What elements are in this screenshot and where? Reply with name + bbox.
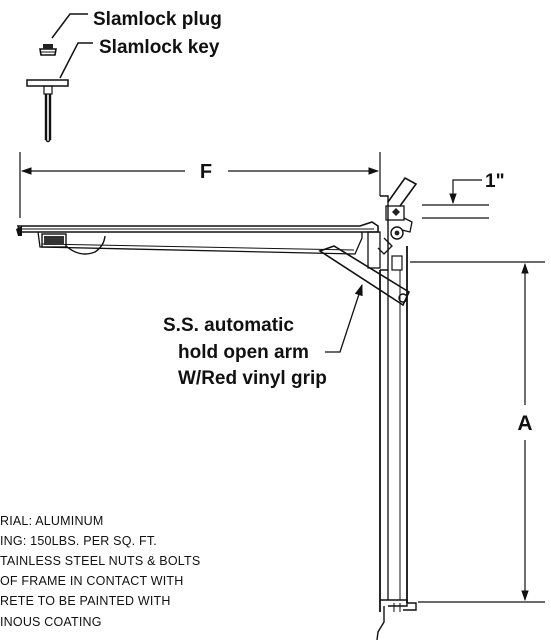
note-line-6: INOUS COATING bbox=[0, 615, 102, 629]
dimension-a-label: A bbox=[517, 412, 532, 435]
slamlock-plug-label: Slamlock plug bbox=[93, 9, 222, 30]
hinge-assembly bbox=[367, 176, 418, 271]
key-leader-line bbox=[59, 42, 93, 79]
slamlock-key bbox=[26, 79, 69, 143]
slamlock-plug bbox=[39, 44, 57, 56]
spec-notes: RIAL: ALUMINUM ING: 150LBS. PER SQ. FT. … bbox=[0, 514, 200, 629]
hatch-cover bbox=[16, 221, 379, 255]
dimension-f bbox=[19, 152, 381, 218]
arm-label-line2: hold open arm bbox=[178, 342, 309, 363]
dimension-f-label: F bbox=[200, 161, 212, 183]
slamlock-key-label: Slamlock key bbox=[99, 37, 220, 58]
note-line-3: TAINLESS STEEL NUTS & BOLTS bbox=[0, 554, 200, 568]
hatch-frame bbox=[376, 246, 417, 640]
arm-leader-line bbox=[325, 283, 363, 353]
arm-label-line3: W/Red vinyl grip bbox=[178, 368, 327, 389]
arm-label-line1: S.S. automatic bbox=[163, 315, 294, 336]
note-line-1: RIAL: ALUMINUM bbox=[0, 514, 104, 528]
hold-open-arm bbox=[318, 245, 411, 307]
dimension-a bbox=[410, 261, 545, 603]
note-line-5: RETE TO BE PAINTED WITH bbox=[0, 594, 171, 608]
note-line-4: OF FRAME IN CONTACT WITH bbox=[0, 574, 184, 588]
plug-leader-line bbox=[51, 13, 88, 39]
dimension-one-inch-label: 1" bbox=[485, 171, 505, 192]
dimension-one-inch bbox=[422, 179, 489, 219]
note-line-2: ING: 150LBS. PER SQ. FT. bbox=[0, 534, 157, 548]
